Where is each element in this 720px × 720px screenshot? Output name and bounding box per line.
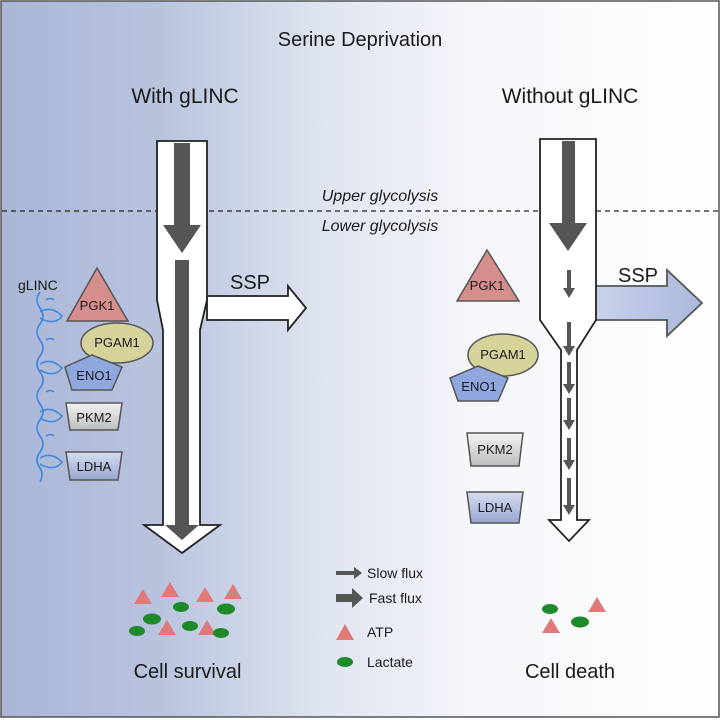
left-heading: With gLINC	[131, 85, 239, 108]
left-pkm2-box	[65, 402, 123, 431]
lower-glycolysis-label: Lower glycolysis	[321, 218, 439, 235]
glinc-rna-loops	[39, 297, 63, 469]
glinc-label: gLINC	[18, 277, 58, 293]
left-outcome-label: Cell survival	[133, 661, 242, 683]
legend-atp-label: ATP	[367, 624, 394, 640]
right-pkm2-box	[466, 432, 524, 467]
glinc-rna-strand	[36, 291, 44, 483]
legend-fast-flux-label: Fast flux	[369, 590, 422, 606]
left-pgam1-ellipse	[80, 322, 154, 364]
right-slow-flux-arrows	[563, 270, 575, 515]
right-ldha-label: LDHA	[477, 500, 513, 515]
left-lower-flux-bar	[165, 260, 199, 540]
right-pgk1-triangle	[455, 248, 521, 302]
legend-lactate-icon	[337, 657, 353, 667]
left-ssp-arrow	[206, 283, 308, 333]
right-eno1-pentagon	[449, 365, 509, 402]
left-pgam1-label: PGAM1	[94, 335, 140, 350]
right-eno1-label: ENO1	[461, 379, 497, 394]
right-pkm2-label: PKM2	[477, 442, 513, 457]
upper-glycolysis-label: Upper glycolysis	[321, 188, 439, 205]
right-fast-flux-arrow	[549, 141, 587, 251]
left-eno1-pentagon	[64, 354, 123, 391]
left-eno1-label: ENO1	[76, 368, 112, 383]
right-pgk1-label: PGK1	[469, 278, 505, 293]
right-ssp-label: SSP	[618, 265, 659, 287]
left-ssp-label: SSP	[230, 272, 271, 294]
left-pkm2-label: PKM2	[76, 410, 112, 425]
legend-lactate-label: Lactate	[367, 654, 413, 670]
right-pgam1-label: PGAM1	[480, 347, 526, 362]
left-fast-flux-arrow	[163, 143, 201, 253]
left-atp-markers	[134, 582, 242, 635]
right-ldha-box	[466, 491, 524, 524]
right-heading: Without gLINC	[501, 85, 639, 108]
legend-slow-flux-icon	[336, 567, 362, 579]
left-pgk1-triangle	[65, 266, 130, 322]
right-ssp-arrow	[594, 267, 704, 339]
legend-slow-flux-label: Slow flux	[367, 565, 424, 581]
right-outcome-label: Cell death	[524, 661, 616, 683]
figure-title: Serine Deprivation	[277, 29, 443, 51]
legend-atp-icon	[336, 624, 354, 640]
right-lactate-markers	[542, 604, 589, 628]
left-ldha-label: LDHA	[76, 459, 112, 474]
legend-fast-flux-icon	[336, 588, 363, 608]
right-atp-markers	[542, 597, 606, 633]
left-ldha-box	[65, 451, 123, 481]
left-lactate-markers	[129, 602, 235, 638]
left-pgk1-label: PGK1	[79, 298, 115, 313]
